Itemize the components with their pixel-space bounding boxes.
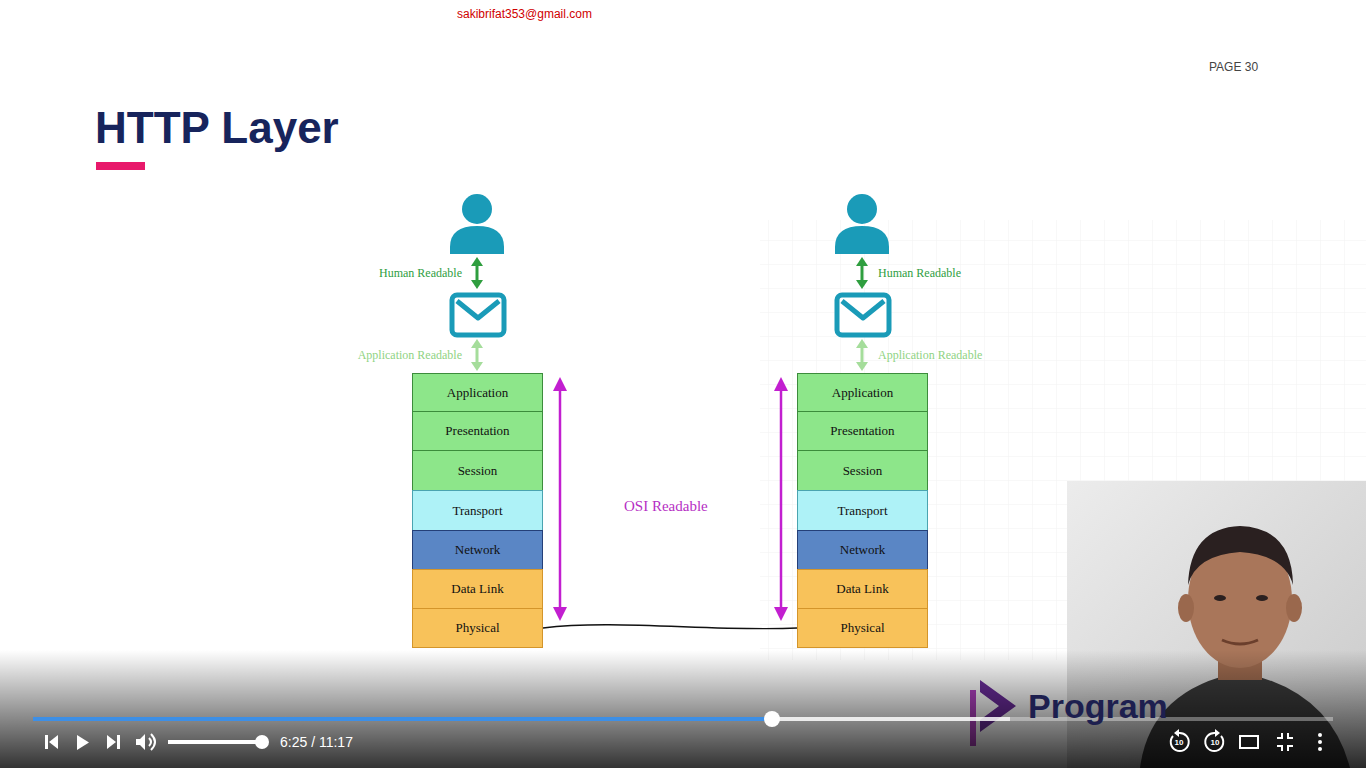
envelope-icon xyxy=(452,295,504,335)
osi-layer-box: Transport xyxy=(412,490,543,531)
osi-layer-box: Presentation xyxy=(797,411,928,451)
playback-time: 6:25 / 11:17 xyxy=(280,734,353,751)
osi-layer-box: Network xyxy=(797,530,928,570)
layer-name: Presentation xyxy=(445,423,509,439)
logo-text: Program xyxy=(1028,686,1168,727)
user-icon xyxy=(450,194,504,254)
layer-name: Network xyxy=(840,542,886,558)
progress-played xyxy=(33,717,772,721)
osi-layer-box: Physical xyxy=(797,608,928,648)
rewind-icon xyxy=(1171,733,1189,751)
prev-icon xyxy=(49,735,58,749)
osi-layer-box: Application xyxy=(797,373,928,412)
readability-label: Application Readable xyxy=(878,348,982,362)
osi-layer-box: Data Link xyxy=(412,569,543,609)
envelope-icon xyxy=(837,295,889,335)
rewind-icon xyxy=(1174,729,1179,737)
slide-title-box: HTTP Layer xyxy=(95,102,339,154)
more-icon xyxy=(1318,740,1322,744)
volume-icon xyxy=(136,734,145,750)
layer-name: Physical xyxy=(840,620,884,636)
skip-seconds: 10 xyxy=(1207,738,1223,748)
osi-bracket-arrow xyxy=(553,377,567,621)
layer-name: Network xyxy=(455,542,501,558)
layer-name: Application xyxy=(447,385,508,401)
osi-layer-box: Session xyxy=(797,450,928,491)
readability-label: Human Readable xyxy=(379,266,462,280)
osi-layer-box: Presentation xyxy=(412,411,543,451)
title-underline xyxy=(96,162,145,170)
next-icon xyxy=(107,735,116,749)
readability-label: Application Readable xyxy=(358,348,462,362)
forward-icon xyxy=(1215,729,1220,737)
osi-readable-label: OSI Readable xyxy=(624,497,708,515)
page-number: PAGE 30 xyxy=(1209,60,1258,74)
player-shade xyxy=(0,650,1366,768)
theater-icon xyxy=(1240,736,1258,748)
layer-name: Session xyxy=(843,463,883,479)
user-icon xyxy=(835,194,889,254)
forward-icon xyxy=(1205,733,1223,751)
volume-icon xyxy=(149,734,155,750)
human-arrow xyxy=(856,257,868,289)
osi-layer-box: Application xyxy=(412,373,543,412)
osi-layer-box: Physical xyxy=(412,608,543,648)
osi-layer-box: Data Link xyxy=(797,569,928,609)
osi-layer-box: Transport xyxy=(797,490,928,531)
play-icon xyxy=(77,735,89,750)
application-arrow xyxy=(471,339,483,371)
layer-name: Transport xyxy=(837,503,887,519)
volume-thumb xyxy=(255,735,269,749)
layer-name: Transport xyxy=(452,503,502,519)
physical-wire xyxy=(543,625,797,629)
layer-name: Application xyxy=(832,385,893,401)
skip-seconds: 10 xyxy=(1171,738,1187,748)
human-arrow xyxy=(471,257,483,289)
more-icon xyxy=(1318,733,1322,737)
progress-buffered xyxy=(772,717,1010,721)
layer-name: Presentation xyxy=(830,423,894,439)
prev-icon xyxy=(45,735,48,749)
layer-name: Session xyxy=(458,463,498,479)
volume-slider xyxy=(168,740,262,744)
fullscreen-exit-icon xyxy=(1277,733,1293,751)
more-icon xyxy=(1318,747,1322,751)
readability-label: Human Readable xyxy=(878,266,961,280)
layer-name: Data Link xyxy=(451,581,503,597)
progress-thumb xyxy=(764,711,780,727)
layer-name: Data Link xyxy=(836,581,888,597)
osi-bracket-arrow xyxy=(774,377,788,621)
application-arrow xyxy=(856,339,868,371)
next-icon xyxy=(117,735,120,749)
player-controls xyxy=(45,729,1322,751)
osi-layer-box: Session xyxy=(412,450,543,491)
layer-name: Physical xyxy=(455,620,499,636)
slide-title: HTTP Layer xyxy=(95,103,339,152)
osi-layer-box: Network xyxy=(412,530,543,570)
watermark-email: sakibrifat353@gmail.com xyxy=(457,7,592,21)
